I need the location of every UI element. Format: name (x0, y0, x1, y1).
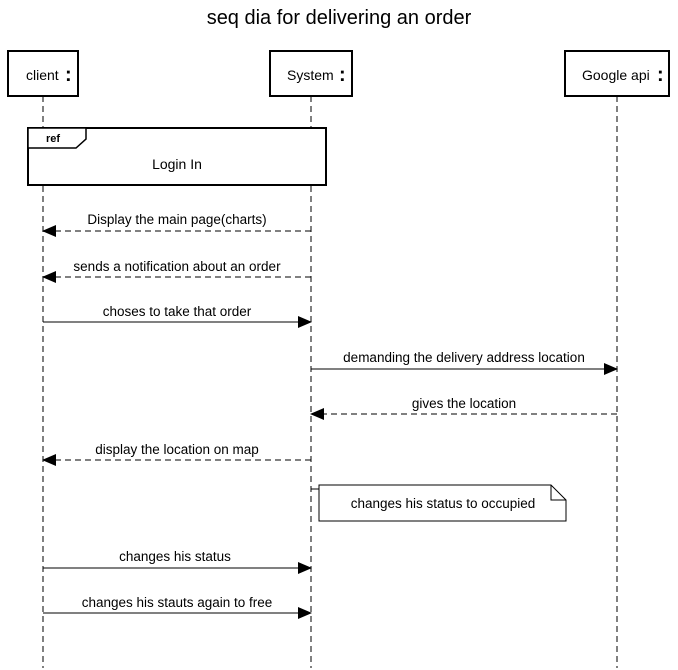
note: changes his status to occupied (311, 484, 567, 522)
ref-frame-label: Login In (152, 156, 202, 172)
participant-system-colon: : (339, 64, 346, 86)
message-1: Display the main page(charts) (42, 212, 311, 237)
participant-google-api-label: Google api (582, 67, 650, 83)
note-fold-corner (550, 485, 566, 501)
message-2: sends a notification about an order (42, 259, 311, 283)
message-7-label: changes his status (119, 549, 231, 564)
ref-frame-tag-box (27, 127, 87, 149)
participant-google-api-colon: : (657, 64, 664, 86)
note-box (318, 484, 567, 522)
message-4: demanding the delivery address location (311, 350, 618, 375)
message-5-label: gives the location (412, 396, 516, 411)
message-7: changes his status (43, 549, 312, 574)
message-3-label: choses to take that order (103, 304, 252, 319)
message-4-label: demanding the delivery address location (343, 350, 585, 365)
participant-client-colon: : (65, 64, 72, 86)
diagram-title: seq dia for delivering an order (207, 7, 472, 29)
note-connector (311, 488, 320, 499)
participant-system: System : (269, 50, 353, 97)
ref-frame: ref Login In (27, 127, 327, 186)
ref-frame-tag: ref (46, 133, 60, 145)
message-8-label: changes his stauts again to free (82, 595, 273, 610)
message-6-label: display the location on map (95, 442, 259, 457)
participant-client-label: client (26, 67, 59, 83)
participant-google-api: Google api : (564, 50, 670, 97)
message-5: gives the location (310, 396, 617, 420)
message-6: display the location on map (42, 442, 311, 466)
participant-client: client : (7, 50, 79, 97)
note-label: changes his status to occupied (351, 496, 536, 511)
message-2-label: sends a notification about an order (73, 259, 281, 274)
message-8: changes his stauts again to free (43, 595, 312, 619)
message-3: choses to take that order (43, 304, 312, 328)
participant-system-label: System (287, 67, 334, 83)
message-1-label: Display the main page(charts) (87, 212, 266, 227)
